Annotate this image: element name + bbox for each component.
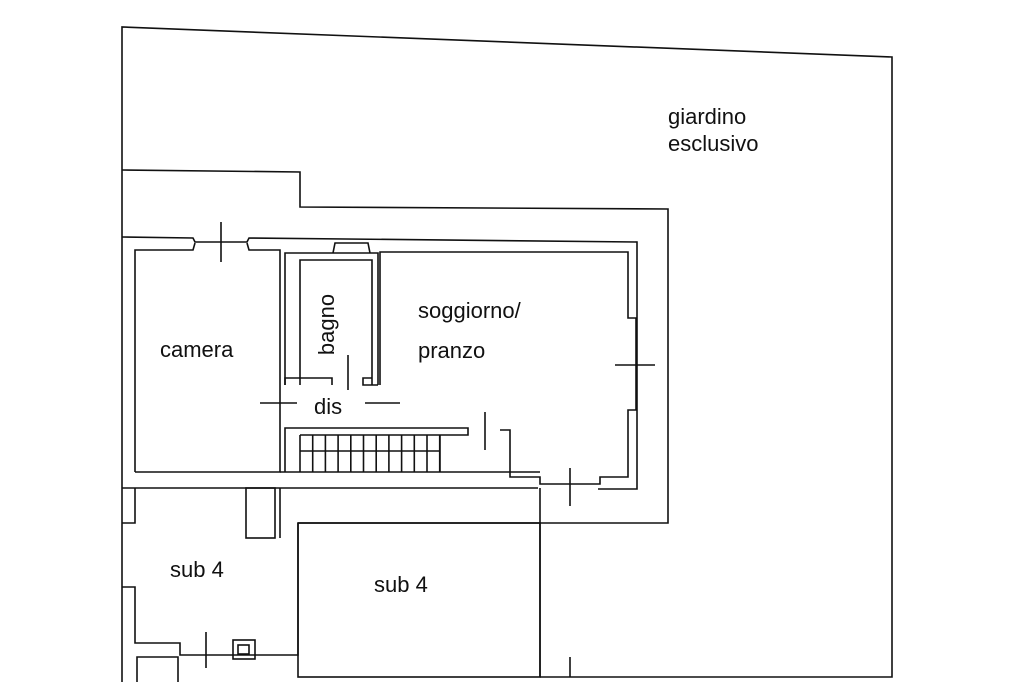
room-label-dis: dis <box>314 394 343 419</box>
property-boundary <box>121 26 893 682</box>
lower-walls <box>122 487 541 682</box>
room-label-camera: camera <box>160 337 234 362</box>
window-marks <box>220 222 655 677</box>
room-label-esclusivo: esclusivo <box>668 131 759 156</box>
room-label-giardino: giardino <box>668 104 747 129</box>
room-label-pranzo: pranzo <box>418 338 486 363</box>
room-label-bagno: bagno <box>314 293 340 356</box>
room-label-sub4-right: sub 4 <box>374 572 428 597</box>
room-label-sub4-left: sub 4 <box>170 557 224 582</box>
stairs <box>284 427 469 472</box>
building-walls <box>121 236 638 490</box>
room-label-soggiorno: soggiorno/ <box>418 298 521 323</box>
